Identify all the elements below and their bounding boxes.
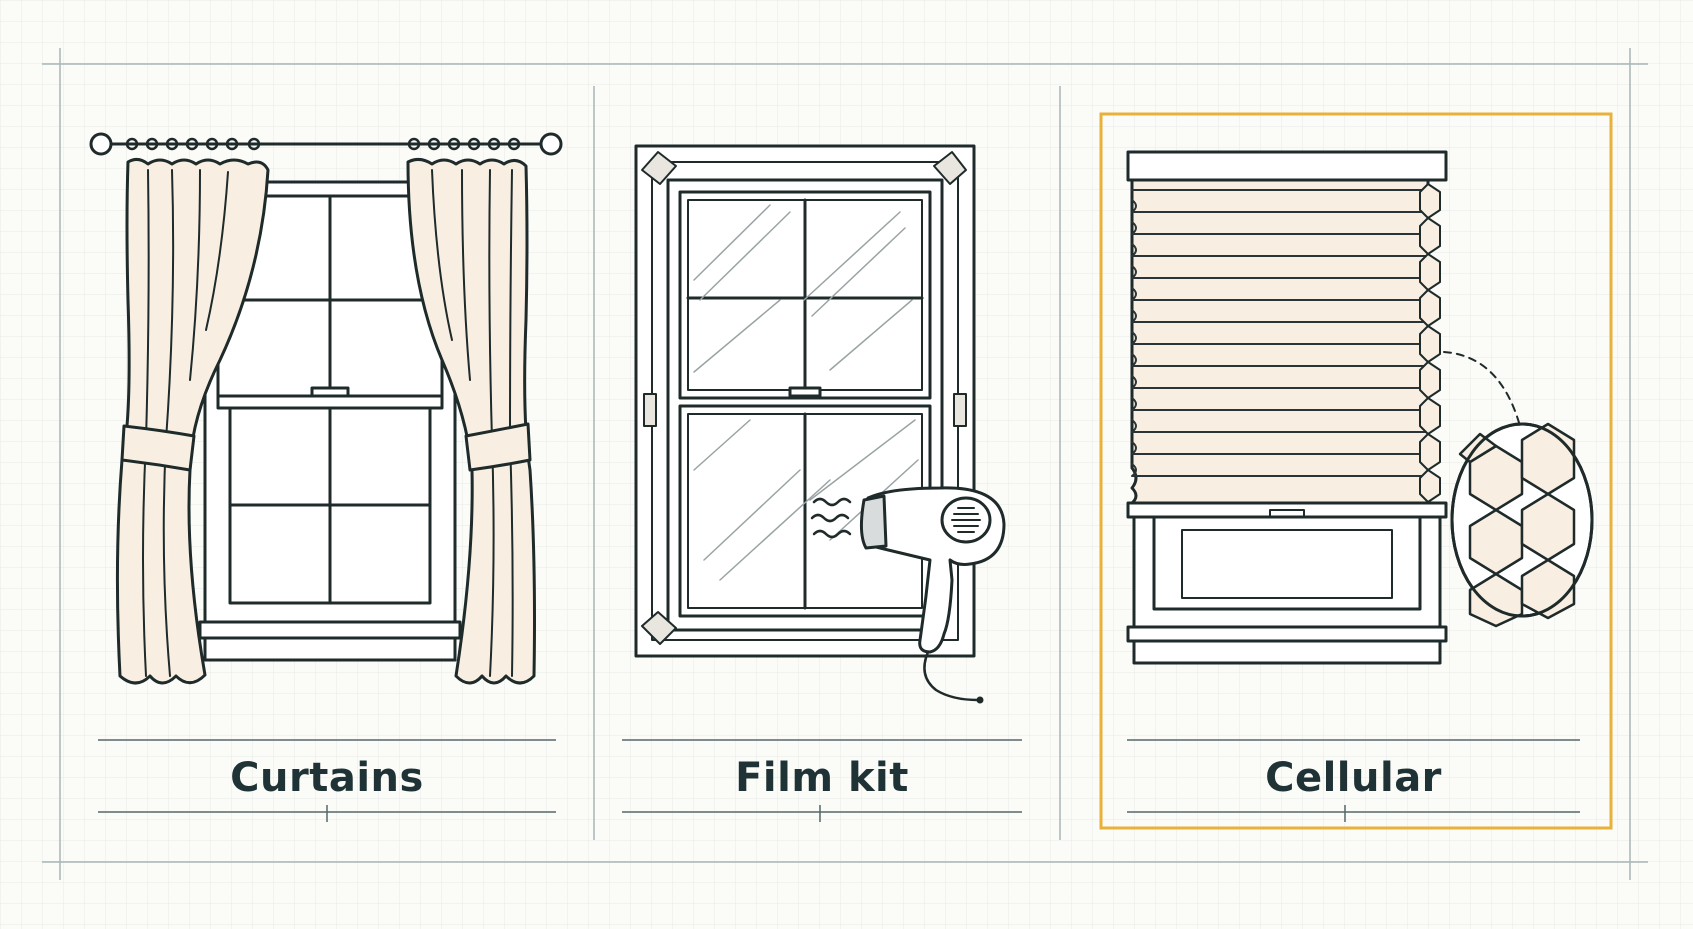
tape-corners: [641, 151, 967, 645]
film-glare-lines: [693, 204, 919, 581]
honeycomb-detail-icon: [1450, 422, 1594, 628]
film-kit-label: Film kit: [735, 755, 909, 801]
curtains-label-rules: [98, 739, 556, 822]
curtains-label: Curtains: [230, 755, 424, 801]
cellular-window-lower: [1126, 515, 1448, 665]
cellular-highlight-frame: [1099, 112, 1613, 830]
film-kit-illustration: [634, 144, 1006, 704]
heat-waves: [810, 497, 852, 539]
outer-frame: [42, 48, 1648, 880]
curtain-rod: [89, 132, 563, 156]
cellular-illustration: [1126, 150, 1594, 665]
film-window-sash: [666, 178, 944, 632]
hair-dryer-icon: [859, 486, 1006, 704]
callout-leader: [1443, 351, 1521, 427]
cellular-label-rules: [1127, 739, 1580, 822]
right-curtain: [406, 157, 536, 685]
curtains-illustration: [89, 132, 563, 685]
cellular-label: Cellular: [1265, 755, 1442, 801]
film-kit-label-rules: [622, 739, 1022, 822]
cellular-shade: [1126, 178, 1448, 521]
shade-headrail: [1126, 150, 1448, 182]
left-curtain: [115, 157, 270, 685]
